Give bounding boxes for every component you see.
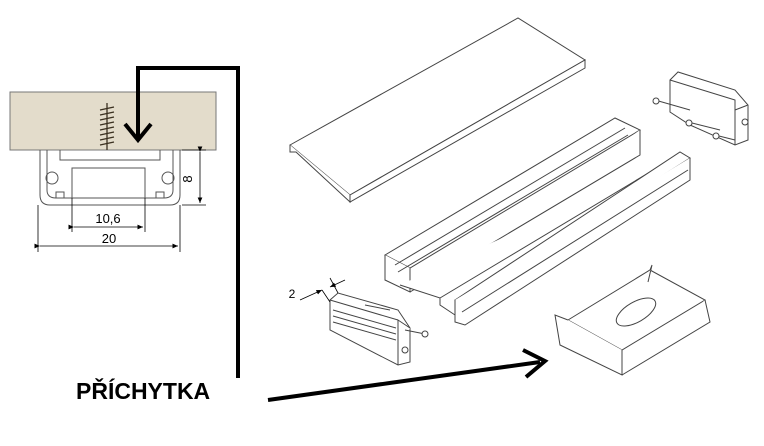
pointer-arrow-clip: [267, 360, 541, 402]
mounting-clip: [554, 264, 711, 376]
wood-block: [9, 91, 217, 151]
diffuser-cover: [289, 17, 586, 204]
arrow-right-icon: [522, 348, 549, 379]
dimension-outer-width: 20: [102, 231, 116, 246]
aluminium-profile: [383, 117, 691, 326]
clip-label: PŘÍCHYTKA: [76, 377, 210, 404]
dimension-cap-thickness: 2: [289, 287, 296, 301]
end-cap-bottom: [329, 292, 429, 366]
dimension-height: 8: [180, 175, 195, 182]
pointer-line-clip-section: [136, 66, 240, 378]
dimension-inner-width: 10,6: [95, 211, 120, 226]
screw-icon: [99, 103, 115, 150]
cap-thickness-dimension: [299, 277, 346, 303]
end-cap-top: [652, 71, 749, 146]
dimension-lines: [34, 146, 206, 252]
arrow-down-icon: [123, 122, 153, 144]
profile-cross-section: [39, 150, 181, 206]
